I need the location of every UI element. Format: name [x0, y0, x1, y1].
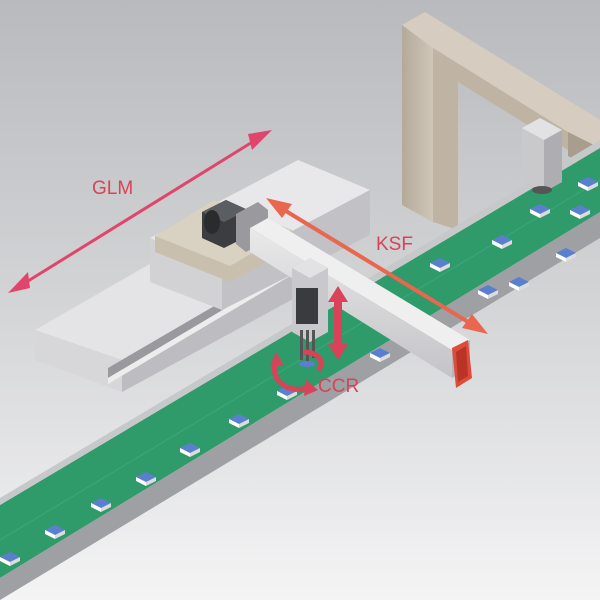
camera-sensor [522, 118, 562, 194]
z-arrow [328, 286, 348, 360]
ccr-label: CCR [318, 376, 359, 397]
glm-arrow [8, 130, 272, 293]
workpieces [0, 177, 598, 566]
glm-label: GLM [92, 178, 133, 199]
z-axis-gripper [292, 258, 328, 367]
ksf-label: KSF [376, 234, 413, 255]
ccr-arrow [270, 349, 324, 396]
ksf-arrow [266, 198, 488, 334]
gantry-frame [402, 12, 600, 230]
